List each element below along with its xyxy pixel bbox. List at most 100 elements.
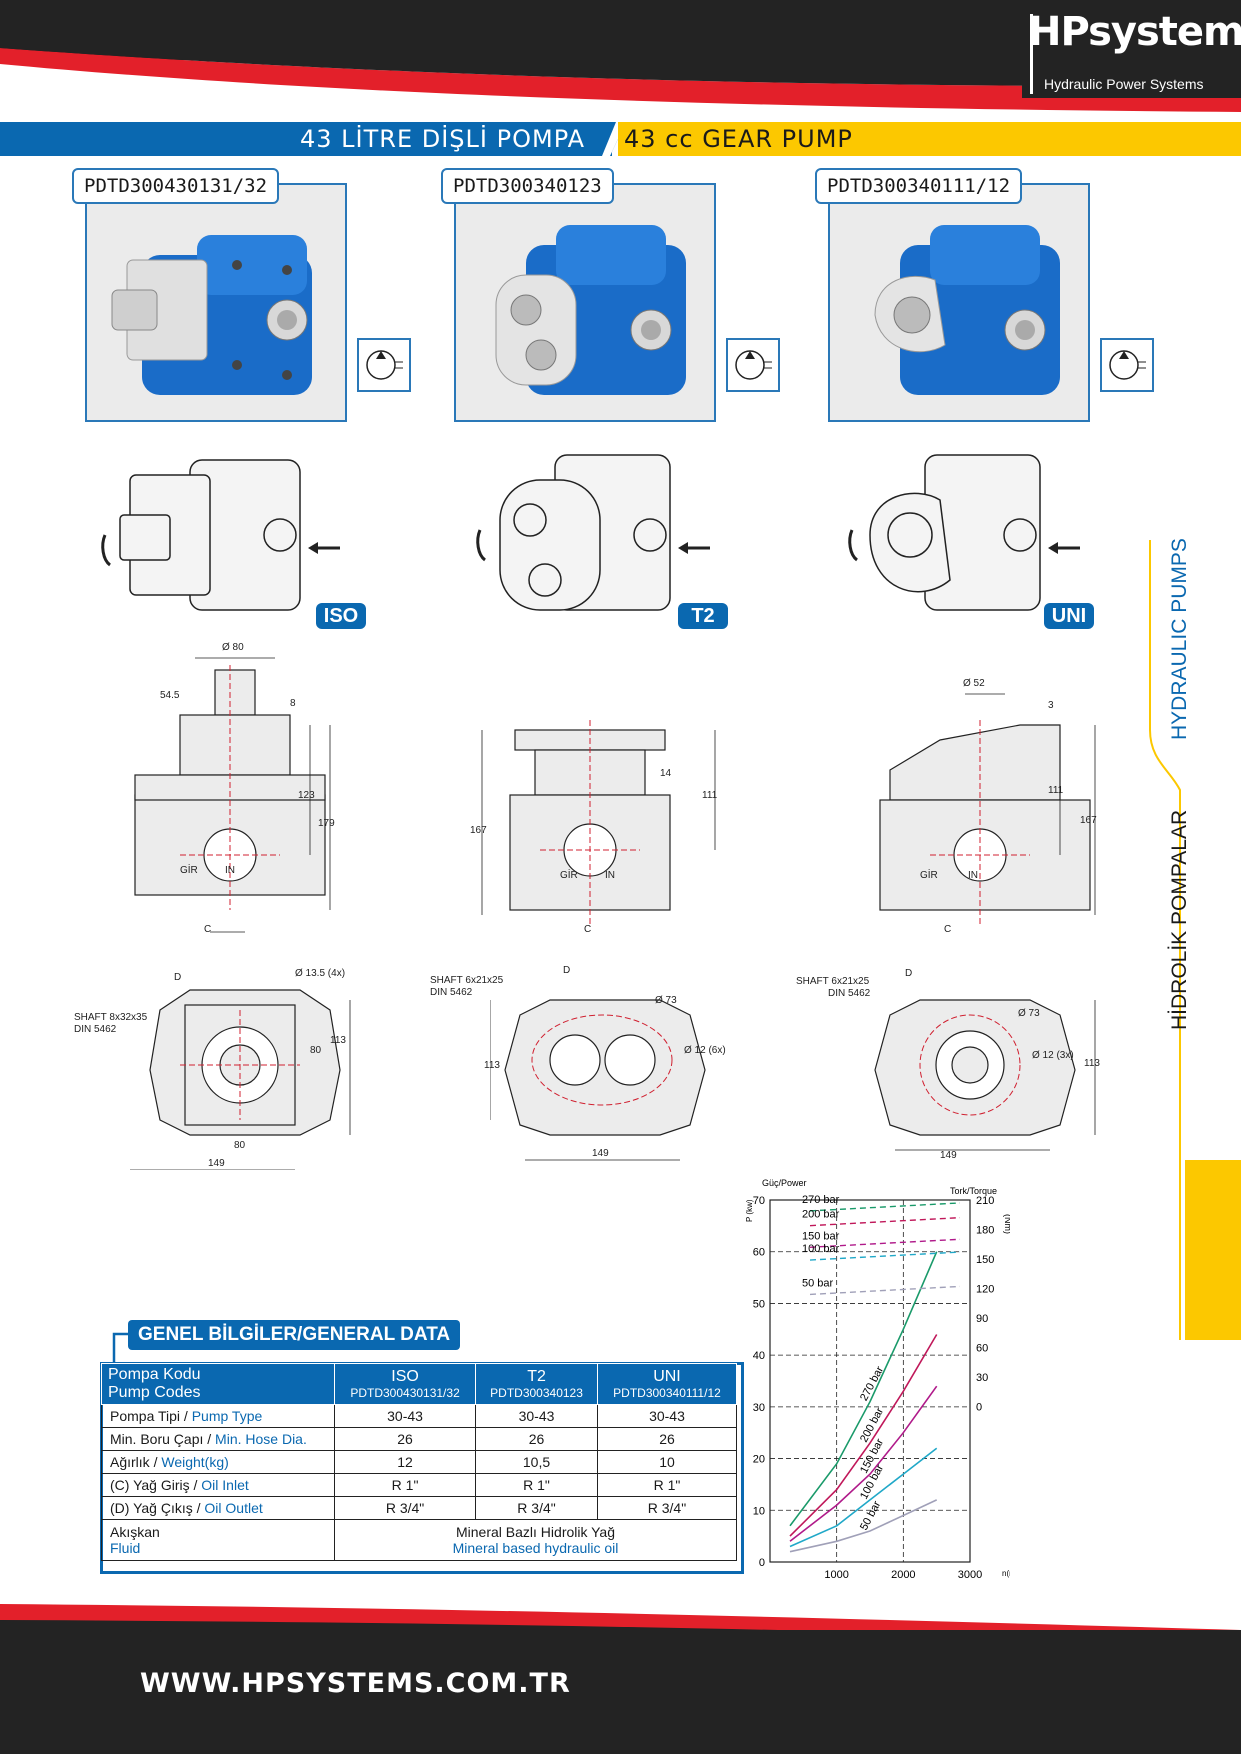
dimension-drawing-uni-front xyxy=(879,693,1096,925)
dim-label: 3 xyxy=(1048,700,1054,711)
dim-label: 149 xyxy=(940,1150,957,1161)
drawing-t2-3d xyxy=(476,454,710,611)
chart-ylabel-right: (Nm) xyxy=(1003,1214,1010,1234)
pump-photo-iso xyxy=(111,235,312,395)
flange-view-iso xyxy=(130,989,351,1170)
pump-photo-uni xyxy=(874,225,1060,395)
logo-tagline: Hydraulic Power Systems xyxy=(1044,76,1204,92)
header-code-tr: Pompa Kodu xyxy=(108,1366,201,1383)
table-cell: 12 xyxy=(333,1450,477,1474)
table-cell: R 1" xyxy=(475,1473,598,1497)
chart-y2-tick-label: 120 xyxy=(976,1283,994,1295)
pump-symbol-icon xyxy=(357,338,411,392)
shaft-label: SHAFT 6x21x25 xyxy=(430,975,504,986)
chart-y2-tick-label: 180 xyxy=(976,1224,994,1236)
pump-symbol-icon xyxy=(1100,338,1154,392)
row-label: (C) Yağ Giriş / Oil Inlet xyxy=(101,1473,335,1497)
shaft-label: SHAFT 8x32x35 xyxy=(74,1012,148,1023)
brand-logo: HPsystems Hydraulic Power Systems xyxy=(1022,6,1241,98)
chart-y2-tick-label: 0 xyxy=(976,1401,982,1413)
chart-title-left: Güç/Power xyxy=(762,1178,807,1188)
dim-label: 149 xyxy=(208,1158,225,1169)
table-cell: 10,5 xyxy=(475,1450,598,1474)
chart-y2-tick-label: 60 xyxy=(976,1342,988,1354)
table-row: Pompa Tipi / Pump Type 30-43 30-43 30-43 xyxy=(101,1404,738,1428)
shaft-label: DIN 5462 xyxy=(828,988,871,999)
dim-label: 149 xyxy=(592,1148,609,1159)
chart-y-tick-label: 30 xyxy=(753,1402,765,1414)
logo-rule xyxy=(1030,14,1033,94)
dim-label: 123 xyxy=(298,790,315,801)
chart-series-power-line xyxy=(789,1447,938,1548)
page-title-tr: 43 LİTRE DİŞLİ POMPA xyxy=(300,125,586,153)
port-label: D xyxy=(563,965,571,976)
side-label-tr: HİDROLİK POMPALAR xyxy=(1168,809,1191,1030)
chart-y2-tick-label: 30 xyxy=(976,1372,988,1384)
table-cell: 26 xyxy=(333,1427,477,1451)
footer-website-link[interactable]: WWW.HPSYSTEMS.COM.TR xyxy=(140,1668,571,1699)
header-swoosh xyxy=(0,0,1241,120)
shaft-label: SHAFT 6x21x25 xyxy=(796,976,870,987)
chart-series-torque-line xyxy=(809,1202,961,1212)
port-label: IN xyxy=(225,865,235,876)
side-yellow-block xyxy=(1185,1160,1241,1340)
dimension-drawing-t2-front xyxy=(481,720,716,925)
table-title-bracket xyxy=(112,1332,128,1366)
port-label: GİR xyxy=(920,870,938,881)
chart-y-tick-label: 70 xyxy=(753,1195,765,1207)
table-row: Min. Boru Çapı / Min. Hose Dia. 26 26 26 xyxy=(101,1427,738,1451)
table-cell: 26 xyxy=(596,1427,738,1451)
row-label: Pompa Tipi / Pump Type xyxy=(101,1404,335,1428)
chart-y-tick-label: 10 xyxy=(753,1505,765,1517)
chart-series-power-line xyxy=(789,1334,938,1537)
table-cell: R 3/4" xyxy=(333,1496,477,1520)
side-label-en: HYDRAULIC PUMPS xyxy=(1168,538,1191,740)
table-cell: R 3/4" xyxy=(596,1496,738,1520)
dim-label: 179 xyxy=(318,818,335,829)
chart-series-torque-label: 270 bar xyxy=(802,1194,840,1206)
dim-label: C xyxy=(204,924,212,935)
row-label: (D) Yağ Çıkış / Oil Outlet xyxy=(101,1496,335,1520)
flange-view-uni xyxy=(874,999,1096,1151)
port-label: IN xyxy=(605,870,615,881)
table-cell: R 3/4" xyxy=(475,1496,598,1520)
dim-label: 111 xyxy=(1048,785,1064,796)
chart-y-tick-label: 0 xyxy=(759,1557,765,1569)
chart-series-power-line xyxy=(789,1251,938,1527)
table-cell: 10 xyxy=(596,1450,738,1474)
chart-ylabel-left: P (kw) xyxy=(745,1199,754,1222)
chart-series-torque-label: 50 bar xyxy=(802,1277,834,1289)
product-code-t2: PDTD300340123 xyxy=(441,168,614,204)
shaft-label: DIN 5462 xyxy=(430,987,473,998)
port-label: D xyxy=(174,972,182,983)
dim-label: Ø 73 xyxy=(1018,1008,1040,1019)
chart-series-torque-line xyxy=(809,1285,961,1296)
chart-y2-tick-label: 150 xyxy=(976,1254,994,1266)
dim-label: Ø 12 (6x) xyxy=(684,1045,726,1056)
drawing-iso-3d xyxy=(101,459,340,611)
table-cell: 30-43 xyxy=(333,1404,477,1428)
header-code-en: Pump Codes xyxy=(108,1384,201,1401)
chart-x-tick-label: 2000 xyxy=(891,1569,915,1580)
chart-series-torque-line xyxy=(809,1251,961,1261)
product-code-iso: PDTD300430131/32 xyxy=(72,168,280,204)
dim-label: Ø 52 xyxy=(963,678,985,689)
chart-series-torque-label: 200 bar xyxy=(802,1209,840,1221)
drawing-uni-3d xyxy=(848,454,1080,611)
dim-label: C xyxy=(584,924,592,935)
product-photo-iso xyxy=(85,183,347,422)
dimension-drawing-iso-front xyxy=(134,657,331,933)
dim-label: 113 xyxy=(484,1060,500,1071)
pump-photo-t2 xyxy=(495,225,686,395)
port-label: GİR xyxy=(560,870,578,881)
port-label: D xyxy=(905,968,913,979)
chart-series-torque-label: 150 bar xyxy=(802,1230,840,1242)
dim-label: 113 xyxy=(330,1035,346,1046)
dim-label: 167 xyxy=(470,825,487,836)
dim-label: 167 xyxy=(1080,815,1097,826)
